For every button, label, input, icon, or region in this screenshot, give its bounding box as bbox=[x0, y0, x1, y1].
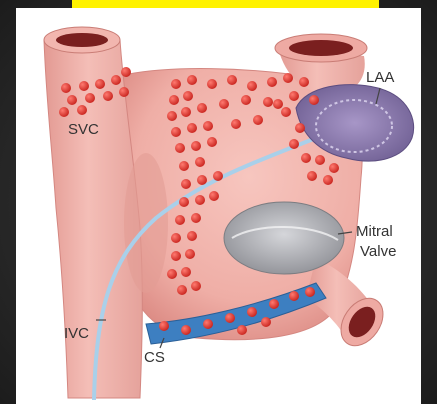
cs-label: CS bbox=[144, 349, 165, 366]
ivc-label: IVC bbox=[64, 325, 89, 342]
mitral-label-line2: Valve bbox=[360, 243, 396, 260]
laa-label: LAA bbox=[366, 69, 394, 86]
mitral-label-line1: Mitral bbox=[356, 223, 393, 240]
heart-anatomy-illustration: LAA SVC Mitral Valve IVC CS bbox=[16, 8, 421, 404]
svc-label: SVC bbox=[68, 121, 99, 138]
yellow-banner bbox=[72, 0, 379, 8]
mitral-valve bbox=[224, 202, 344, 274]
